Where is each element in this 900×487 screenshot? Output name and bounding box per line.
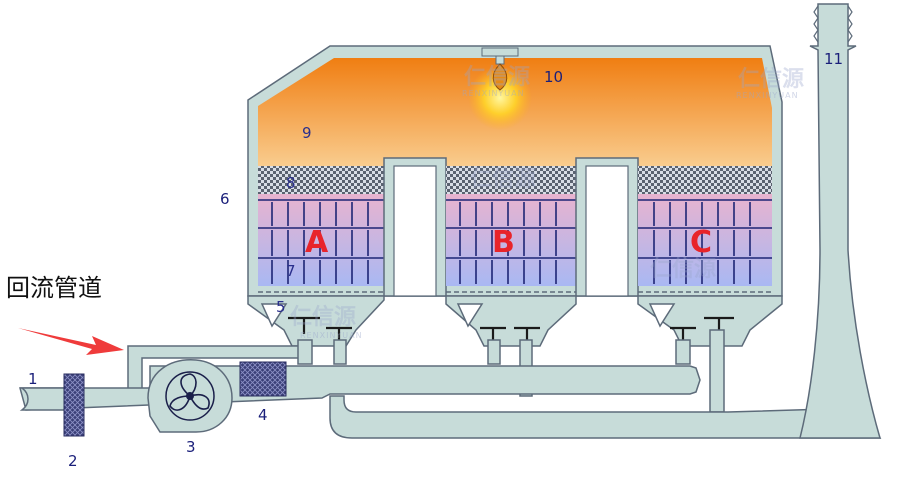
- label-heat-storage: 8: [286, 174, 296, 192]
- label-chimney: 11: [824, 50, 843, 68]
- svg-text:仁信源: 仁信源: [738, 66, 804, 92]
- flame-arrester-icon: [239, 361, 287, 397]
- label-flame-arrester: 4: [258, 406, 268, 424]
- svg-text:仁信源: 仁信源: [470, 166, 536, 192]
- label-burner: 10: [544, 68, 563, 86]
- hoppers: [247, 295, 783, 347]
- filter-icon: [63, 373, 85, 437]
- flame-glow: [468, 66, 532, 130]
- label-combustion-chamber: 9: [302, 124, 312, 142]
- label-filter: 2: [68, 452, 78, 470]
- label-ceramic-packing: 7: [286, 262, 296, 280]
- piping: [19, 329, 882, 439]
- svg-text:仁信源: 仁信源: [464, 64, 530, 90]
- label-inlet: 1: [28, 370, 38, 388]
- regenerator-beds: [258, 157, 772, 297]
- svg-text:RENXINYUAN: RENXINYUAN: [736, 91, 799, 100]
- label-shell: 6: [220, 190, 230, 208]
- bed-a: [258, 166, 384, 293]
- svg-text:RENXINYUAN: RENXINYUAN: [300, 331, 363, 340]
- label-fan: 3: [186, 438, 196, 456]
- burner-mount: [481, 47, 519, 57]
- bed-c-label: C: [690, 225, 712, 260]
- bed-b-label: B: [492, 225, 515, 260]
- svg-text:仁信源: 仁信源: [290, 304, 356, 330]
- fan-icon: [147, 359, 233, 433]
- return-pipe-annotation: 回流管道: [6, 274, 102, 302]
- arrow-icon: [18, 328, 124, 355]
- svg-text:仁信源: 仁信源: [650, 256, 716, 282]
- svg-text:RENXINYUAN: RENXINYUAN: [462, 89, 525, 98]
- burner-icon: [492, 63, 508, 91]
- bed-b: [446, 166, 576, 293]
- chimney: [799, 3, 881, 439]
- bed-c: [638, 166, 772, 293]
- label-valve: 5: [276, 298, 286, 316]
- watermarks: 仁信源 RENXINYUAN 仁信源 RENXINYUAN 仁信源 仁信源 仁信…: [290, 64, 804, 340]
- bed-a-label: A: [305, 225, 329, 260]
